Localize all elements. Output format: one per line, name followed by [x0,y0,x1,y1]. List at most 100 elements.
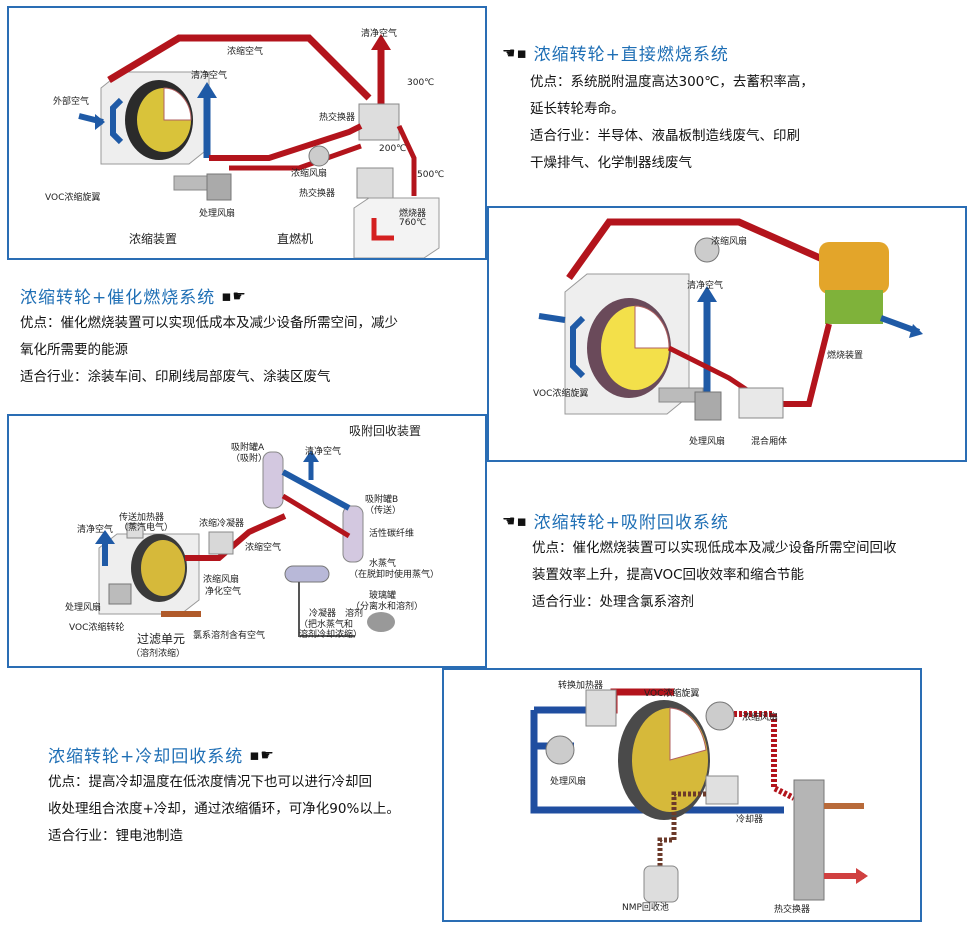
concentration-fan [694,237,720,263]
label-process-fan: 处理风扇 [65,603,102,613]
label-carbon-fiber: 活性碳纤维 [369,529,415,539]
wheel-heater [585,689,617,727]
label-heater-sub: （蒸汽电气） [119,523,174,533]
label-clean-air-left: 清净空气 [77,525,114,535]
clean-air-arrowhead [197,82,217,98]
label-clean-air-top: 清净空气 [361,29,398,39]
burner-box [353,197,440,258]
section-body: 优点：催化燃烧装置可以实现低成本及减少设备所需空间，减少 氧化所需要的能源 适合… [20,310,480,391]
label-filter-unit-sub: （溶剂浓缩） [131,649,186,659]
label-condenser: 冷凝器 [309,609,337,619]
nmp-tank [643,865,679,903]
direct-combustion-diagram [78,34,440,258]
label-concentration-fan: 浓缩风扇 [291,169,328,179]
label-heat-exchanger-b: 热交换器 [299,189,336,199]
clean-air-stack-arrowhead [371,34,391,50]
clean-air-arrowhead [95,530,115,544]
heat-exchanger-a [358,103,400,141]
burner-flow [371,218,394,241]
inlet-arrow [538,313,566,323]
inlet-bracket [570,315,586,379]
label-title: 吸附回收装置 [349,424,422,438]
label-chlorine-air: 氯系溶剂含有空气 [193,631,266,641]
advantage-line: 优点：催化燃烧装置可以实现低成本及减少设备所需空间回收 [532,540,897,556]
cooler [208,531,234,555]
diagram-panel-cooling-recovery: 转换加热器 VOC浓缩旋翼 浓缩风扇 处理风扇 冷却器 NMP回收池 热交换器 [442,668,922,922]
label-burner: 燃烧器 [399,209,427,219]
section-title: 浓缩转轮+直接燃烧系统 [533,45,729,65]
advantage-line: 装置效率上升，提高VOC回收效率和缩合节能 [532,567,805,583]
label-combustion-unit: 燃烧装置 [827,351,864,361]
mixing-box [738,387,784,419]
label-voc-wheel: VOC浓缩旋翼 [644,689,700,699]
label-clean-air-top: 清净空气 [305,447,342,457]
adsorption-recovery-diagram [95,450,395,637]
label-concentrated-air: 浓缩空气 [245,543,282,553]
advantage-line: 收处理组合浓度+冷却，通过浓缩循环，可净化90%以上。 [48,801,400,817]
industry-line: 干燥排气、化学制器线废气 [530,155,692,171]
label-temp-300: 300℃ [407,78,435,88]
inlet-bracket [110,97,124,145]
cooling-recovery-diagram [530,688,868,903]
label-filter-unit: 过滤单元 [137,632,186,646]
outlet-arrowhead [909,324,923,338]
combustion-unit-top [819,242,889,294]
voc-wheel-sector [634,305,670,349]
process-fan [545,735,575,765]
section-body: 优点：系统脱附温度高达300℃，去蓄积率高， 延长转轮寿命。 适合行业：半导体、… [530,69,966,177]
label-process-fan: 处理风扇 [199,209,236,219]
label-condenser-sub1: （把水蒸气和 [299,620,354,630]
process-fan [108,583,132,605]
label-concentration-fan: 浓缩风扇 [203,575,240,585]
label-glass-tank-sub: （分离水和溶剂） [351,602,424,612]
label-direct-burner: 直燃机 [277,232,314,246]
diagram-panel-adsorption-recovery: 吸附回收装置 吸附罐A （吸附） 清净空气 吸附罐B （传送） 传送加热器 （蒸… [7,414,487,668]
section-body: 优点：催化燃烧装置可以实现低成本及减少设备所需空间回收 装置效率上升，提高VOC… [532,535,966,616]
label-voc-wheel: VOC浓缩旋翼 [533,389,589,399]
section-cooling-recovery: 浓缩转轮+冷却回收系统 ▪☛ 优点：提高冷却温度在低浓度情况下也可以进行冷却回 … [48,742,438,850]
tank-link-red [281,493,351,539]
label-purified-air: 净化空气 [205,587,242,597]
voc-wheel-sector [163,87,192,121]
advantage-line: 优点：系统脱附温度高达300℃，去蓄积率高， [530,74,814,90]
condenser [284,565,330,583]
label-heat-exchanger: 热交换器 [774,905,811,915]
heat-exchanger [793,779,825,901]
section-heading: ☚▪ 浓缩转轮+吸附回收系统 [496,508,966,534]
industry-line: 适合行业：半导体、液晶板制造线废气、印刷 [530,128,800,144]
section-catalytic-combustion: 浓缩转轮+催化燃烧系统 ▪☛ 优点：催化燃烧装置可以实现低成本及减少设备所需空间… [20,283,480,391]
diagram-panel-catalytic-combustion: 浓缩风扇 清净空气 燃烧装置 VOC浓缩旋翼 处理风扇 混合厢体 [487,206,967,462]
label-temp-500: 500℃ [417,170,445,180]
process-fan [694,391,722,421]
tank-a [262,451,284,509]
label-concentration-fan: 浓缩风扇 [742,713,779,723]
label-concentration-fan: 浓缩风扇 [711,237,748,247]
label-process-fan: 处理风扇 [550,777,587,787]
label-clean-air: 清净空气 [191,71,228,81]
section-title: 浓缩转轮+催化燃烧系统 [20,288,216,308]
concentrated-air-duct [734,711,796,801]
clean-air-arrowhead [697,286,717,302]
label-clean-air: 清净空气 [687,281,724,291]
label-tank-a: 吸附罐A [231,443,265,453]
section-direct-combustion: ☚▪ 浓缩转轮+直接燃烧系统 优点：系统脱附温度高达300℃，去蓄积率高， 延长… [496,40,966,177]
cooler [705,775,739,805]
industry-line: 适合行业：处理含氯系溶剂 [532,594,694,610]
exhaust-arrowhead [856,868,868,884]
pointing-hand-icon: ☚▪ [502,43,528,62]
process-fan [206,173,232,201]
label-steam-sub: （在脱卸时使用蒸气） [349,570,440,580]
label-outside-air: 外部空气 [53,97,90,107]
concentrated-air-duct [185,513,287,561]
label-tank-a-sub: （吸附） [231,454,268,464]
label-tank-b-sub: （传送） [365,506,402,516]
heater-box [126,523,144,539]
combustion-unit-bottom [825,290,883,324]
heat-exchanger-b [356,167,394,199]
section-title: 浓缩转轮+吸附回收系统 [533,513,729,533]
label-mixing-box: 混合厢体 [751,437,788,447]
label-cooler: 浓缩冷凝器 [199,519,245,529]
drain-line [298,582,355,637]
label-solvent: 溶剂 [345,609,364,619]
return-duct-2 [229,143,362,171]
